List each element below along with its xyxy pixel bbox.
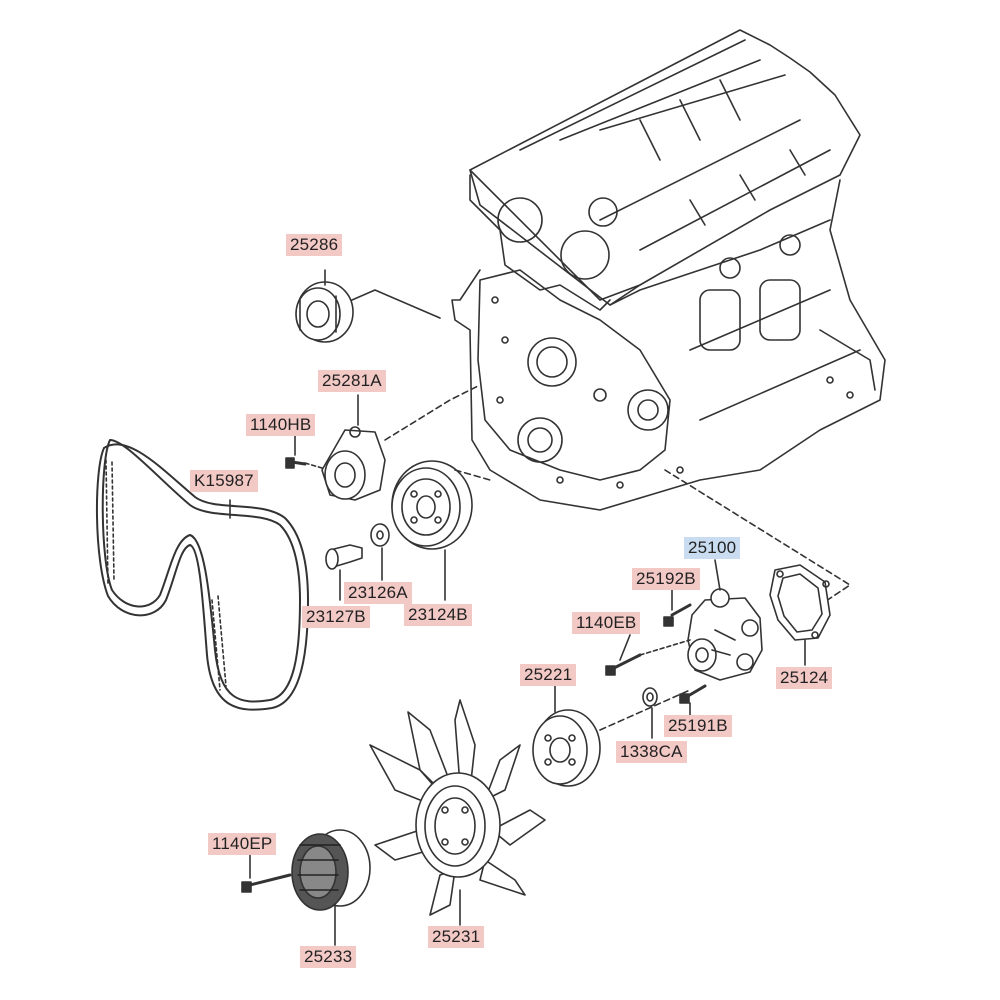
part-label-25233[interactable]: 25233	[300, 946, 357, 968]
bolt-icon	[605, 653, 642, 676]
cooling-fan-icon	[369, 699, 546, 916]
leader-line	[304, 462, 323, 469]
washer-icon	[370, 523, 390, 547]
leader-line	[714, 559, 721, 591]
fan-clutch-icon	[291, 829, 371, 911]
gasket-icon	[769, 564, 831, 641]
part-label-1140ep[interactable]: 1140EP	[208, 833, 277, 855]
fan-pulley-icon	[532, 709, 601, 787]
part-label-23124b[interactable]: 23124B	[404, 604, 472, 626]
leader-line	[599, 689, 691, 731]
water-pump-icon	[687, 588, 763, 681]
part-label-25281a[interactable]: 25281A	[318, 370, 386, 392]
part-label-25231[interactable]: 25231	[428, 926, 485, 948]
part-label-25191b[interactable]: 25191B	[664, 715, 732, 737]
leader-line	[619, 634, 631, 661]
part-label-1140hb[interactable]: 1140HB	[246, 414, 316, 436]
part-label-23127b[interactable]: 23127B	[302, 606, 370, 628]
crank-bolt-icon	[325, 544, 363, 570]
crankshaft-pulley-icon	[391, 460, 491, 550]
tensioner-icon	[321, 426, 386, 501]
nut-icon	[642, 687, 658, 707]
part-label-25286[interactable]: 25286	[286, 234, 343, 256]
part-label-1338ca[interactable]: 1338CA	[616, 741, 687, 763]
engine-block-icon	[451, 29, 886, 511]
part-label-1140eb[interactable]: 1140EB	[572, 612, 641, 634]
part-label-25192b[interactable]: 25192B	[632, 568, 700, 590]
bolt-icon	[241, 873, 292, 893]
leader-line	[384, 384, 481, 441]
bolt-icon	[285, 457, 307, 469]
leader-line	[639, 639, 691, 656]
bolt-icon	[663, 603, 692, 627]
idler-pulley-icon	[295, 281, 354, 343]
part-label-25221[interactable]: 25221	[520, 664, 577, 686]
part-label-k15987[interactable]: K15987	[190, 470, 258, 492]
part-label-25124[interactable]: 25124	[776, 667, 833, 689]
leader-line	[351, 289, 441, 319]
bolt-icon	[679, 684, 707, 704]
part-label-23126a[interactable]: 23126A	[344, 582, 412, 604]
part-label-25100[interactable]: 25100	[684, 537, 741, 559]
